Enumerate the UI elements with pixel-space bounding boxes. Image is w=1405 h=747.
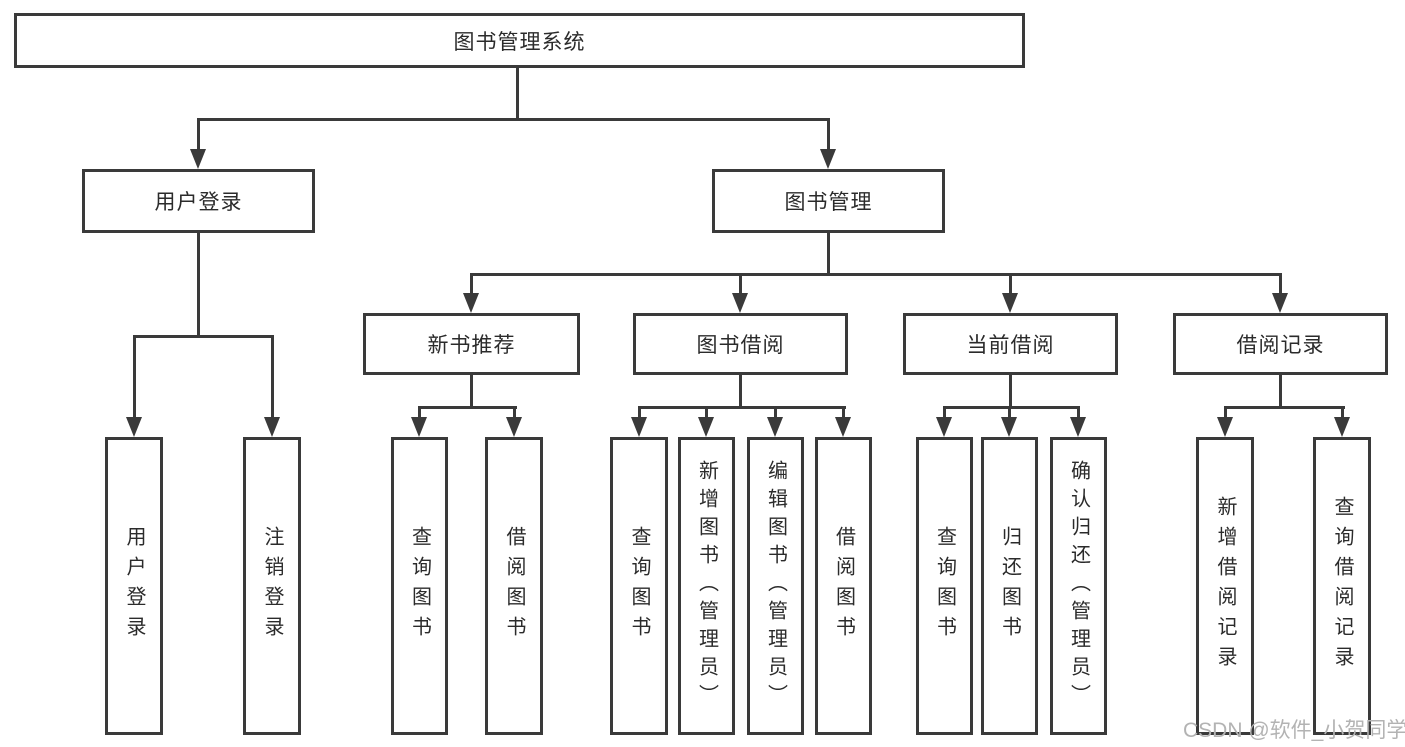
- arrowhead-icon: [1334, 417, 1350, 437]
- node-leaf-borrow-book-2: 借阅图书: [815, 437, 872, 735]
- node-root: 图书管理系统: [14, 13, 1025, 68]
- arrowhead-icon: [126, 417, 142, 437]
- arrowhead-icon: [1217, 417, 1233, 437]
- node-new-book-recommend: 新书推荐: [363, 313, 580, 375]
- connector-line: [739, 375, 742, 406]
- node-new-book-recommend-label: 新书推荐: [427, 334, 516, 357]
- node-leaf-query-book-3-label: 查询图书: [933, 526, 956, 646]
- node-leaf-query-book-2-label: 查询图书: [628, 526, 650, 646]
- node-leaf-add-book: 新增图书（管理员）: [678, 437, 735, 735]
- node-leaf-add-borrow-record-label: 新增借阅记录: [1214, 496, 1236, 676]
- connector-line: [1279, 273, 1282, 295]
- connector-line: [418, 406, 517, 409]
- connector-line: [638, 406, 641, 419]
- node-leaf-edit-book-label: 编辑图书（管理员）: [764, 460, 787, 712]
- node-user-login: 用户登录: [82, 169, 315, 233]
- connector-line: [1341, 406, 1344, 419]
- node-leaf-query-borrow-record-label: 查询借阅记录: [1331, 496, 1353, 676]
- connector-line: [774, 406, 777, 419]
- connector-line: [1077, 406, 1080, 419]
- node-leaf-add-borrow-record: 新增借阅记录: [1196, 437, 1254, 735]
- node-leaf-add-book-label: 新增图书（管理员）: [695, 460, 718, 712]
- connector-line: [705, 406, 708, 419]
- arrowhead-icon: [732, 293, 748, 313]
- connector-line: [1009, 375, 1012, 406]
- node-leaf-user-login: 用户登录: [105, 437, 163, 735]
- connector-line: [1279, 375, 1282, 406]
- node-leaf-borrow-book-1-label: 借阅图书: [503, 526, 525, 646]
- node-leaf-confirm-return-label: 确认归还（管理员）: [1067, 460, 1090, 712]
- arrowhead-icon: [1272, 293, 1288, 313]
- connector-line: [133, 335, 274, 338]
- connector-line: [470, 375, 473, 406]
- node-current-borrow: 当前借阅: [903, 313, 1118, 375]
- connector-line: [943, 406, 946, 419]
- connector-line: [827, 118, 830, 151]
- connector-line: [943, 406, 1080, 409]
- connector-line: [271, 335, 274, 419]
- node-book-borrow: 图书借阅: [633, 313, 848, 375]
- arrowhead-icon: [1001, 417, 1017, 437]
- node-current-borrow-label: 当前借阅: [966, 334, 1055, 357]
- node-book-management-label: 图书管理: [784, 191, 873, 214]
- node-leaf-query-book-3: 查询图书: [916, 437, 973, 735]
- node-leaf-borrow-book-2-label: 借阅图书: [832, 526, 855, 646]
- node-leaf-query-book-1-label: 查询图书: [408, 526, 431, 646]
- connector-line: [842, 406, 845, 419]
- node-root-label: 图书管理系统: [453, 30, 586, 54]
- connector-line: [470, 273, 473, 295]
- node-user-login-label: 用户登录: [154, 191, 243, 214]
- node-borrow-records: 借阅记录: [1173, 313, 1388, 375]
- arrowhead-icon: [190, 149, 206, 169]
- arrowhead-icon: [820, 149, 836, 169]
- node-book-management: 图书管理: [712, 169, 945, 233]
- arrowhead-icon: [835, 417, 851, 437]
- connector-line: [739, 273, 742, 295]
- connector-line: [197, 118, 200, 151]
- connector-line: [638, 406, 846, 409]
- connector-line: [1008, 406, 1011, 419]
- connector-line: [197, 118, 830, 121]
- node-borrow-records-label: 借阅记录: [1236, 334, 1325, 357]
- connector-line: [1224, 406, 1345, 409]
- node-leaf-borrow-book-1: 借阅图书: [485, 437, 543, 735]
- connector-line: [470, 273, 1282, 276]
- connector-line: [827, 233, 830, 273]
- connector-line: [513, 406, 516, 419]
- connector-line: [197, 233, 200, 335]
- node-leaf-logout-label: 注销登录: [261, 526, 283, 646]
- node-leaf-query-borrow-record: 查询借阅记录: [1313, 437, 1371, 735]
- arrowhead-icon: [767, 417, 783, 437]
- node-leaf-confirm-return: 确认归还（管理员）: [1050, 437, 1107, 735]
- node-leaf-return-book: 归还图书: [981, 437, 1038, 735]
- node-book-borrow-label: 图书借阅: [696, 334, 785, 357]
- node-leaf-return-book-label: 归还图书: [998, 526, 1021, 646]
- node-leaf-query-book-1: 查询图书: [391, 437, 448, 735]
- node-leaf-logout: 注销登录: [243, 437, 301, 735]
- connector-line: [1224, 406, 1227, 419]
- arrowhead-icon: [936, 417, 952, 437]
- arrowhead-icon: [1002, 293, 1018, 313]
- arrowhead-icon: [411, 417, 427, 437]
- node-leaf-query-book-2: 查询图书: [610, 437, 668, 735]
- arrowhead-icon: [698, 417, 714, 437]
- node-leaf-edit-book: 编辑图书（管理员）: [747, 437, 804, 735]
- watermark: CSDN @软件_小贺同学: [1183, 719, 1405, 742]
- arrowhead-icon: [264, 417, 280, 437]
- arrowhead-icon: [463, 293, 479, 313]
- connector-line: [516, 68, 519, 118]
- arrowhead-icon: [506, 417, 522, 437]
- arrowhead-icon: [1070, 417, 1086, 437]
- arrowhead-icon: [631, 417, 647, 437]
- connector-line: [1009, 273, 1012, 295]
- connector-line: [133, 335, 136, 419]
- node-leaf-user-login-label: 用户登录: [123, 526, 145, 646]
- connector-line: [418, 406, 421, 419]
